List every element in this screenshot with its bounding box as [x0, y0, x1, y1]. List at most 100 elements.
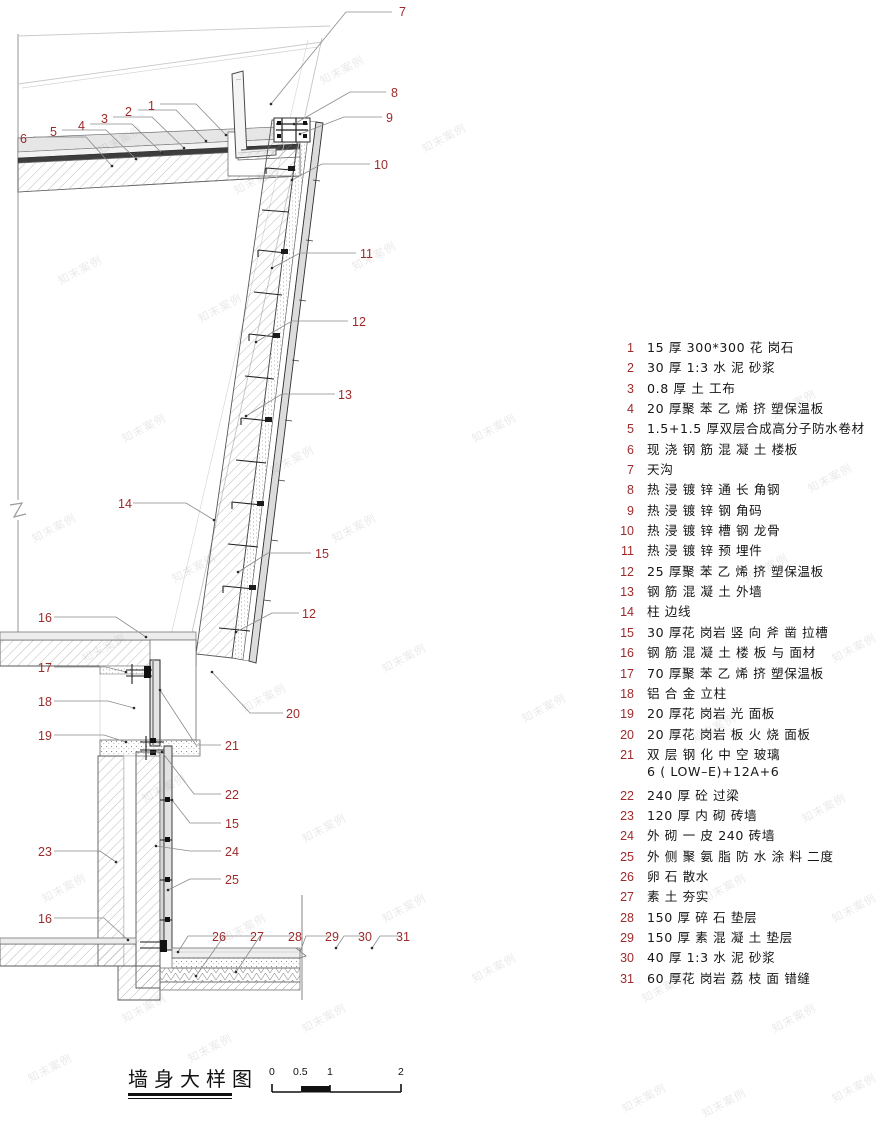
legend-item-label: 70 厚聚 苯 乙 烯 挤 塑保温板	[647, 665, 824, 681]
callout-number: 17	[38, 661, 52, 675]
watermark-text: 知末案例	[25, 1051, 75, 1086]
legend-item-label: 0.8 厚 土 工布	[647, 380, 736, 396]
callout-number: 19	[38, 729, 52, 743]
callout-number: 18	[38, 695, 52, 709]
watermark-text: 知末案例	[619, 1081, 669, 1116]
legend-item-number: 6	[627, 442, 634, 457]
legend-item-label: 20 厚聚 苯 乙 烯 挤 塑保温板	[647, 401, 824, 417]
callout-number: 23	[38, 845, 52, 859]
legend-item-label: 热 浸 镀 锌 预 埋件	[647, 543, 763, 559]
legend-item-label: 30 厚花 岗岩 竖 向 斧 凿 拉槽	[647, 624, 829, 640]
legend-item-label: 150 厚 碎 石 垫层	[647, 909, 758, 925]
legend-item-number: 26	[620, 869, 634, 884]
legend-item-number: 27	[620, 890, 634, 905]
legend-item: 19 20 厚花 岗岩 光 面板	[608, 703, 876, 723]
callout-number: 30	[358, 930, 372, 944]
ground-slab	[0, 937, 167, 1001]
callout-number: 7	[399, 5, 406, 19]
callout-number: 25	[225, 873, 239, 887]
drawing-title: 墙身大样图	[128, 1067, 258, 1091]
legend-item-label: 60 厚花 岗岩 荔 枝 面 错缝	[647, 970, 811, 986]
legend-item-number: 12	[620, 564, 634, 579]
floor-slab-level	[0, 631, 197, 747]
callout-number: 16	[38, 912, 52, 926]
legend-item-label: 外 侧 聚 氨 脂 防 水 涂 料 二度	[647, 848, 834, 864]
watermark-text: 知末案例	[769, 1001, 819, 1036]
legend-item-number: 18	[620, 686, 634, 701]
callout-number: 4	[78, 119, 85, 133]
legend-item-label: 天沟	[647, 462, 674, 478]
callout-number: 15	[225, 817, 239, 831]
legend-item-number: 21	[620, 747, 634, 762]
scale-tick-05: 0.5	[293, 1066, 308, 1078]
legend-item-label: 20 厚花 岗岩 光 面板	[647, 706, 775, 722]
callout-number: 8	[391, 86, 398, 100]
legend-item-continuation: 216 ( LOW–E)+12A+6	[608, 764, 876, 784]
callout-number: 2	[125, 105, 132, 119]
legend-item-label: 40 厚 1:3 水 泥 砂浆	[647, 950, 776, 966]
callout-number: 21	[225, 739, 239, 753]
callout-number: 29	[325, 930, 339, 944]
legend-item: 11 热 浸 镀 锌 预 埋件	[608, 540, 876, 560]
callout-number: 6	[20, 132, 27, 146]
callout-number: 26	[212, 930, 226, 944]
title-underline-thin	[128, 1098, 232, 1099]
legend-item-label: 钢 筋 混 凝 土 楼 板 与 面材	[647, 645, 816, 661]
legend-item-label: 1.5+1.5 厚双层合成高分子防水卷材	[647, 421, 865, 437]
scale-tick-1: 1	[327, 1066, 333, 1078]
callout-number: 24	[225, 845, 239, 859]
legend-item-number: 11	[621, 544, 634, 559]
legend-item-number: 19	[620, 707, 634, 722]
callout-number: 14	[118, 497, 132, 511]
legend-item-number: 10	[620, 524, 634, 539]
title-underline-thick	[128, 1093, 232, 1096]
scale-tick-0: 0	[269, 1066, 275, 1078]
legend-item-label: 外 砌 一 皮 240 砖墙	[647, 828, 776, 844]
callout-number: 13	[338, 388, 352, 402]
legend-item-label: 150 厚 素 混 凝 土 垫层	[647, 929, 793, 945]
legend-item: 13 钢 筋 混 凝 土 外墙	[608, 581, 876, 601]
legend-item-label: 钢 筋 混 凝 土 外墙	[647, 584, 763, 600]
legend-item-number: 31	[620, 971, 634, 986]
legend-item-number: 24	[620, 829, 634, 844]
legend-item-label: 240 厚 砼 过梁	[647, 787, 740, 803]
inclined-wall-assembly	[169, 37, 324, 664]
callout-number: 20	[286, 707, 300, 721]
callout-number: 1	[148, 99, 155, 113]
callout-number: 12	[352, 315, 366, 329]
scale-tick-2: 2	[398, 1066, 404, 1078]
scale-bar: 0 0.5 1 2	[268, 1064, 408, 1104]
legend-item-label: 25 厚聚 苯 乙 烯 挤 塑保温板	[647, 563, 824, 579]
legend-item-label: 热 浸 镀 锌 通 长 角钢	[647, 482, 781, 498]
legend-item: 8 热 浸 镀 锌 通 长 角钢	[608, 479, 876, 499]
legend-item-label: 15 厚 300*300 花 岗石	[647, 340, 794, 355]
top-bracket-assembly	[273, 117, 311, 143]
legend-item-label: 卵 石 散水	[647, 868, 709, 884]
legend-item-number: 14	[620, 605, 634, 620]
legend-item: 6 现 浇 钢 筋 混 凝 土 楼板	[608, 439, 876, 459]
legend-item-number: 8	[627, 483, 634, 498]
legend-item-label-line2: 6 ( LOW–E)+12A+6	[647, 764, 780, 780]
legend-item-number: 13	[620, 585, 634, 600]
legend-item-number: 20	[620, 727, 634, 742]
legend-item-label: 铝 合 金 立柱	[647, 685, 727, 701]
legend-item-label: 现 浇 钢 筋 混 凝 土 楼板	[647, 441, 798, 457]
legend-item-number: 25	[620, 849, 634, 864]
